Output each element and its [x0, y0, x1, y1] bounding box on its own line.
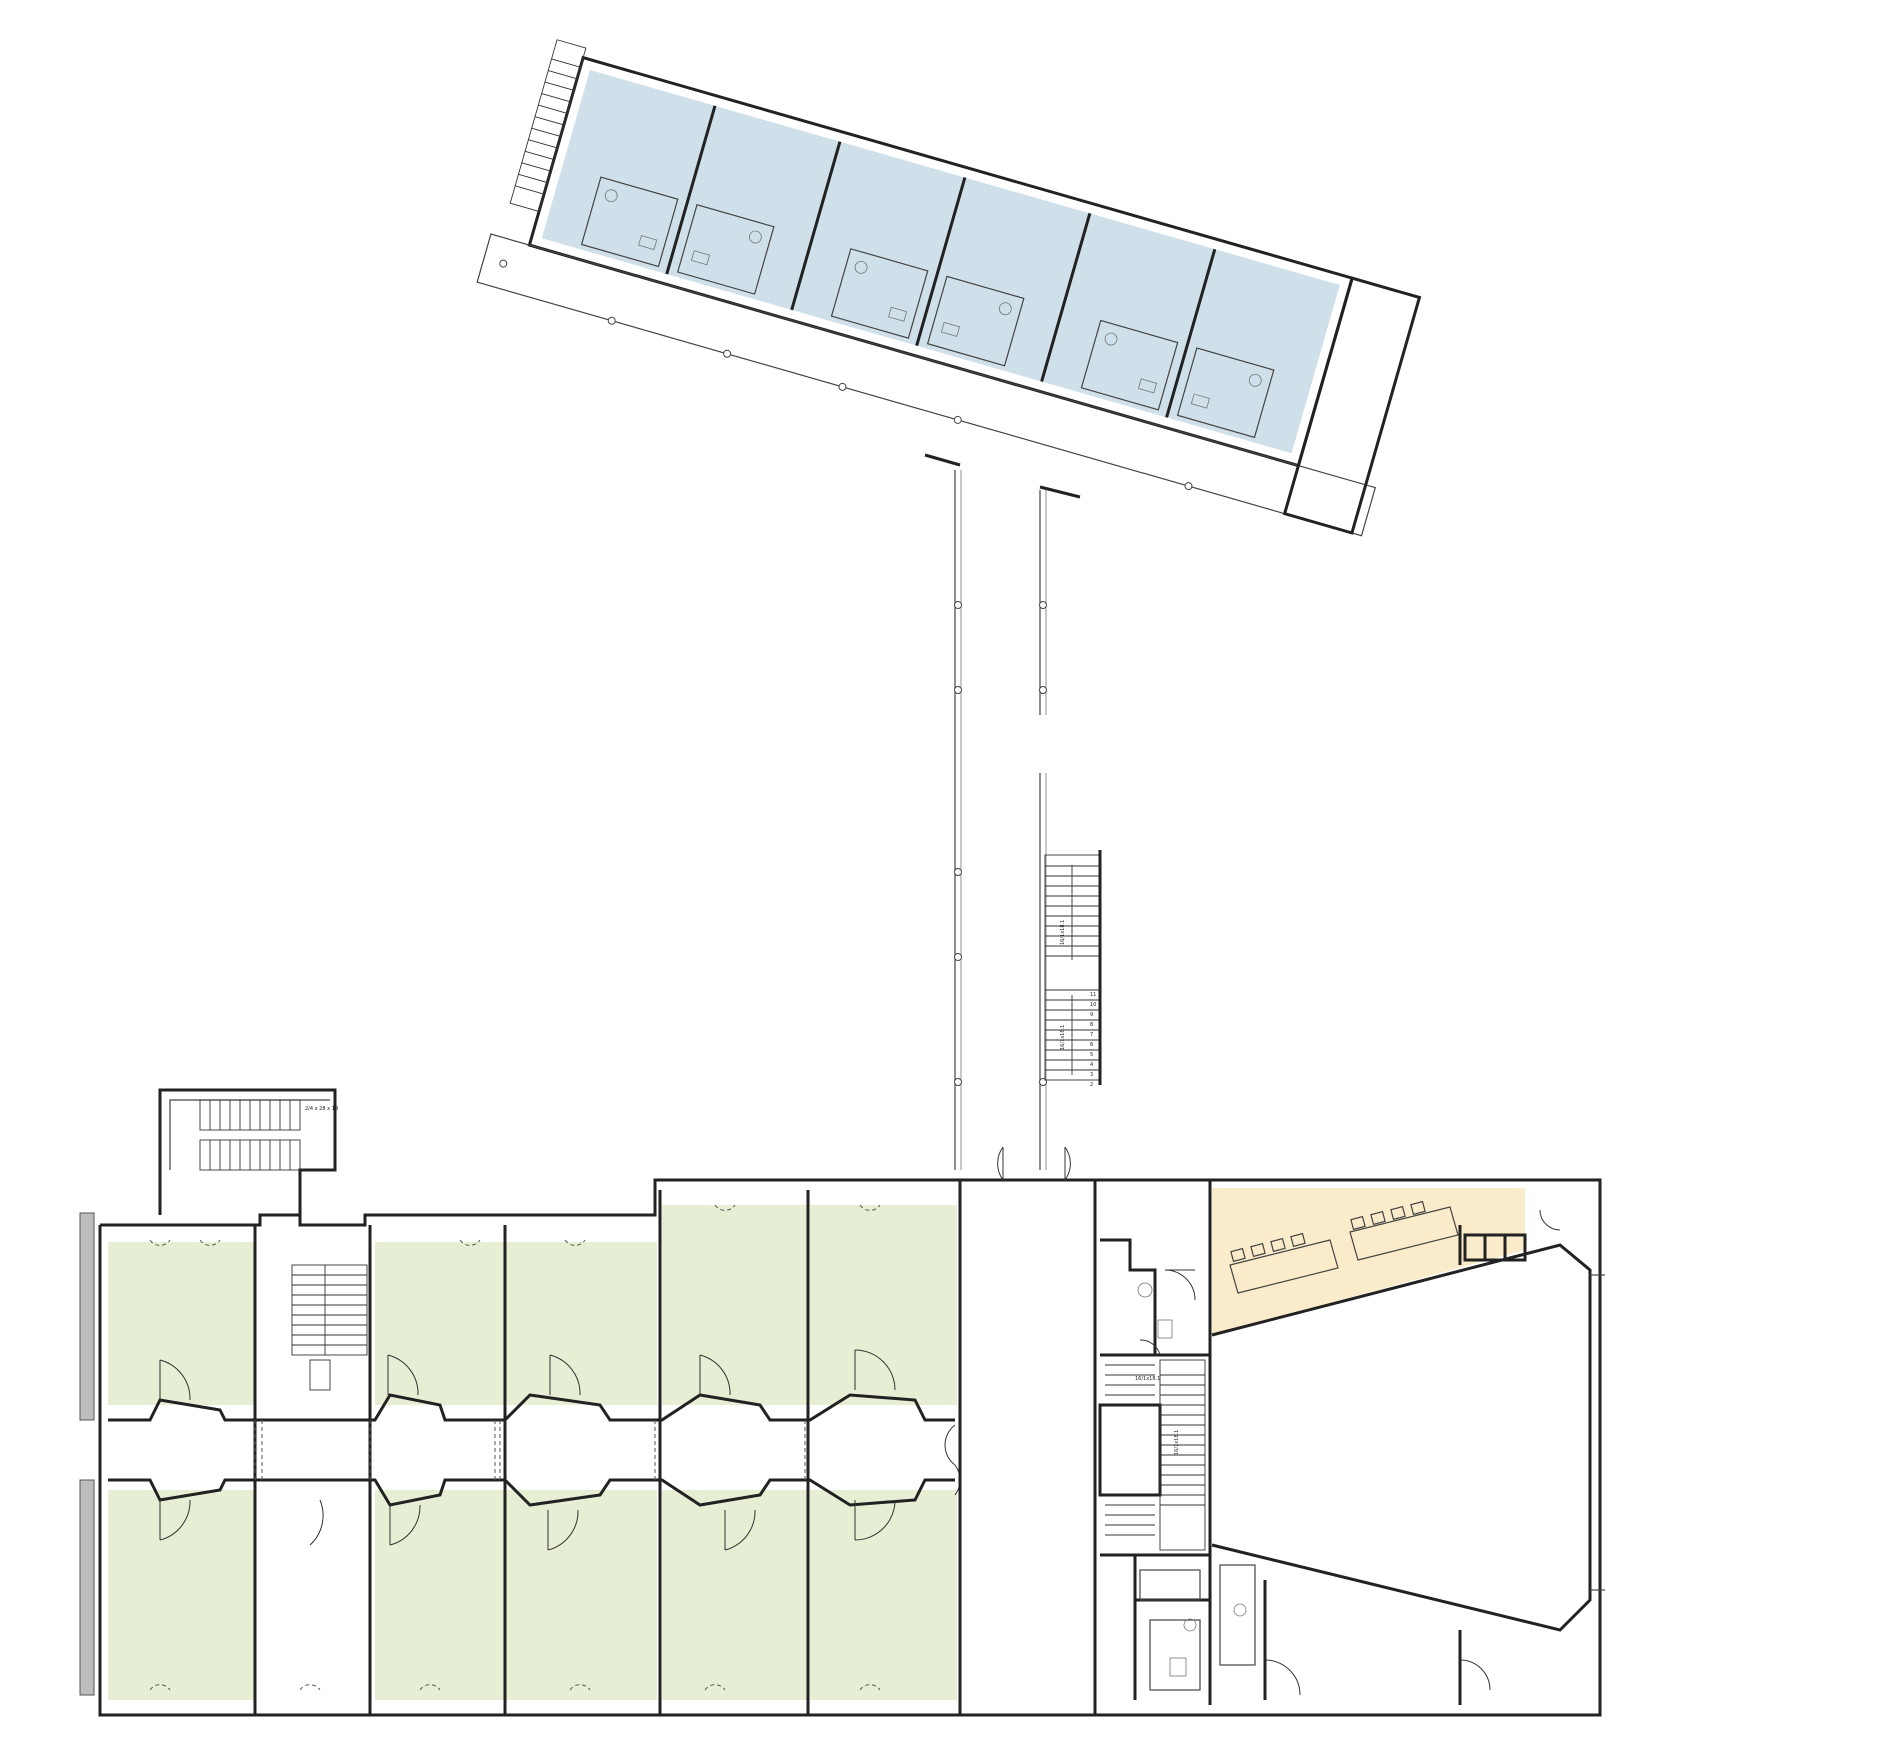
- stair-top-left-label: 2/4 x 28 x 19: [305, 1106, 338, 1112]
- north-wing: [476, 39, 1422, 537]
- north-wing-stair: [509, 39, 587, 212]
- tread-number: 4: [1090, 1062, 1093, 1068]
- window-marks: [149, 1204, 881, 1691]
- stair-run-a-label: 16/1x18.1: [1060, 920, 1066, 945]
- north-wing-gallery: [476, 233, 1377, 537]
- tread-number: 5: [1090, 1052, 1093, 1058]
- wc-fixtures: [1137, 1282, 1247, 1677]
- tread-number: 6: [1090, 1042, 1093, 1048]
- tread-number: 10: [1090, 1002, 1096, 1008]
- west-facade-bar-top: [79, 1212, 95, 1421]
- walkway-stair: [1044, 850, 1102, 1085]
- stair-core-b-label: 16/1x18.1: [1174, 1430, 1180, 1455]
- tread-numbers: 11 10 9 8 7 6 5 4 3 2: [1090, 992, 1096, 1088]
- tread-number: 11: [1090, 992, 1096, 998]
- room-doors: [159, 1349, 961, 1551]
- bathroom-fixtures: [604, 189, 1262, 409]
- east-block-walls: [958, 1178, 1602, 1717]
- corridor-walls: [108, 1393, 955, 1507]
- tread-number: 3: [1090, 1072, 1093, 1078]
- covered-walkway: [924, 453, 1081, 1170]
- east-thin-walls: [1139, 1274, 1605, 1691]
- tread-number: 9: [1090, 1012, 1093, 1018]
- main-entrance-doors: [997, 1146, 1071, 1181]
- stair-run-b-label: 16/1x18.1: [1060, 1025, 1066, 1050]
- tread-number: 2: [1090, 1082, 1093, 1088]
- room-dividers: [665, 105, 1217, 418]
- nw-exterior-stair: [158, 1088, 337, 1215]
- tread-number: 8: [1090, 1022, 1093, 1028]
- gallery-columns: [499, 259, 1193, 491]
- bathroom-pods: [580, 176, 1275, 439]
- meeting-tables: [1229, 1200, 1459, 1294]
- east-stair-core: [1098, 1359, 1206, 1551]
- green-room-zones: [108, 1205, 957, 1700]
- north-wing-east-lobby: [1282, 276, 1422, 535]
- corridor-dashed-lines: [254, 1420, 806, 1480]
- tread-number: 7: [1090, 1032, 1093, 1038]
- yellow-room-zone: [1212, 1188, 1525, 1335]
- stair-core-a-label: 16/1x18.1: [1135, 1376, 1160, 1382]
- east-block-doors: [1139, 1209, 1561, 1696]
- internal-stair-west: [291, 1264, 368, 1391]
- west-facade-bar-bottom: [79, 1479, 95, 1696]
